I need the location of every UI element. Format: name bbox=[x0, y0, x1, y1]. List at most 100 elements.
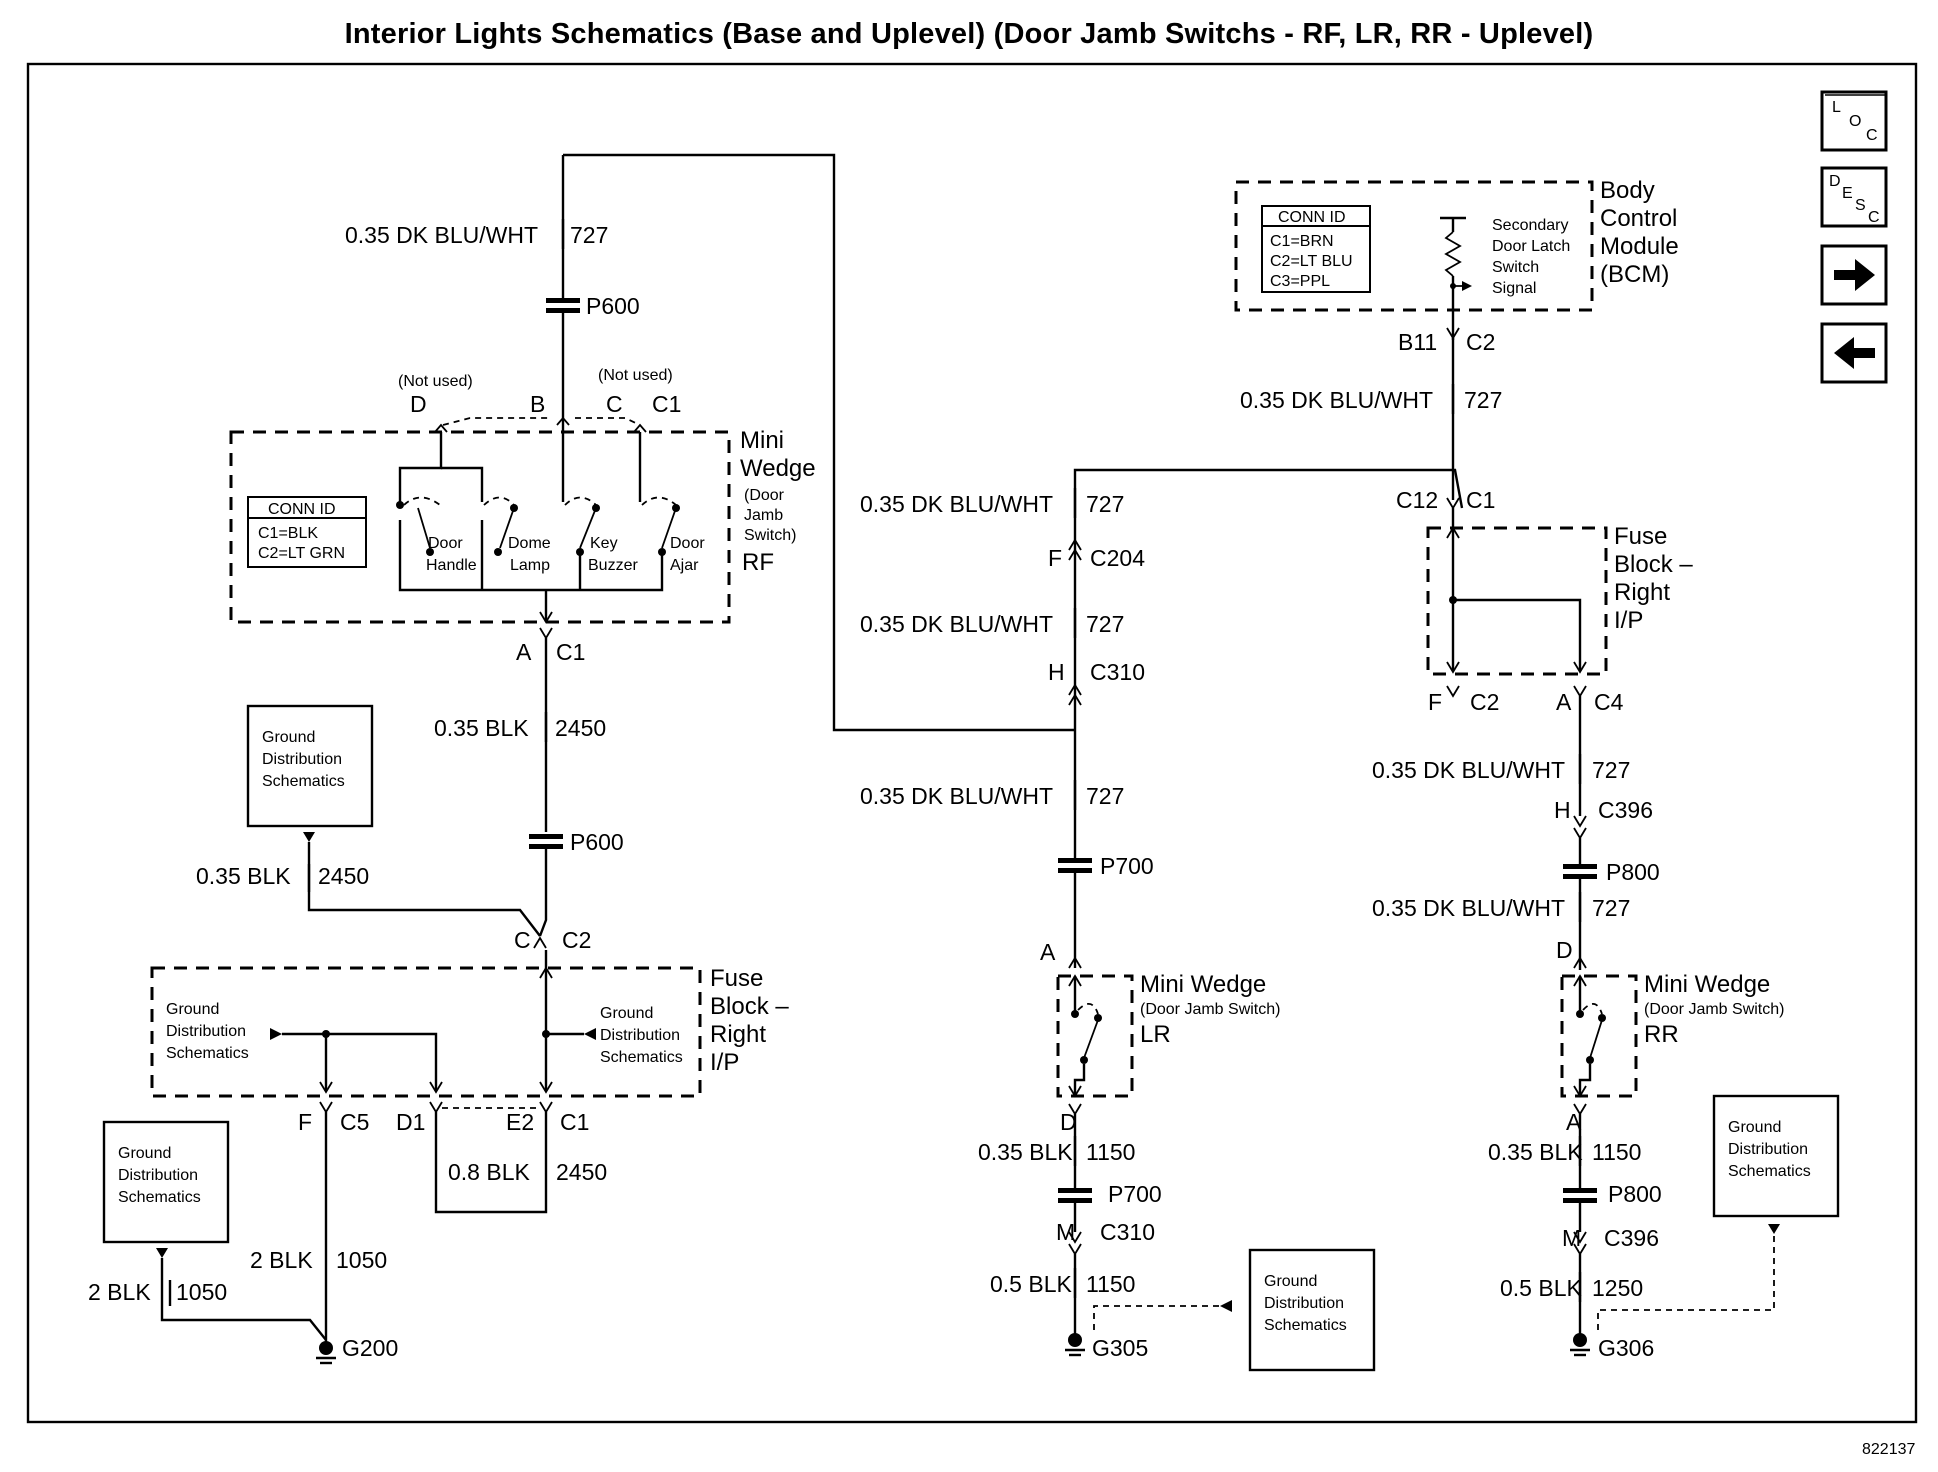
circuit-number: 2450 bbox=[318, 863, 369, 889]
svg-text:F: F bbox=[1428, 689, 1442, 715]
circuit-number: 727 bbox=[1592, 895, 1630, 921]
inline-connector-p600 bbox=[546, 298, 580, 313]
wire-label: 0.35 DK BLU/WHT bbox=[345, 222, 538, 248]
svg-text:Signal: Signal bbox=[1492, 280, 1536, 297]
svg-text:C: C bbox=[1866, 127, 1878, 144]
right-arrow-icon[interactable] bbox=[1820, 244, 1888, 306]
ground-distribution-box[interactable]: Ground Distribution Schematics bbox=[1248, 1248, 1376, 1372]
diagram-id: 822137 bbox=[1862, 1441, 1915, 1458]
loc-icon[interactable]: LOC bbox=[1820, 90, 1888, 152]
switch-door-handle: Door Handle bbox=[396, 496, 477, 574]
svg-text:F: F bbox=[298, 1109, 312, 1135]
wire-label: 0.35 DK BLU/WHT bbox=[860, 783, 1053, 809]
ground-symbol bbox=[1065, 1333, 1085, 1357]
svg-text:S: S bbox=[1855, 197, 1866, 214]
bcm-section: CONN ID C1=BRN C2=LT BLU C3=PPL Secondar… bbox=[1234, 177, 1679, 513]
ground-symbol bbox=[1570, 1333, 1590, 1357]
svg-text:Switch): Switch) bbox=[744, 527, 796, 544]
connector-label: P800 bbox=[1608, 1181, 1662, 1207]
lr-section: 0.35 DK BLU/WHT 727 F C204 0.35 DK BLU/W… bbox=[860, 468, 1464, 1372]
svg-text:Ground: Ground bbox=[1264, 1273, 1317, 1290]
connector-label: P600 bbox=[586, 293, 640, 319]
pin-label: C1 bbox=[652, 391, 681, 417]
svg-text:(BCM): (BCM) bbox=[1600, 261, 1669, 288]
svg-text:E: E bbox=[1842, 185, 1853, 202]
connector-label: P600 bbox=[570, 829, 624, 855]
ground-label: G200 bbox=[342, 1335, 398, 1361]
inline-connector-p600 bbox=[529, 834, 563, 849]
svg-text:Block –: Block – bbox=[710, 993, 789, 1020]
component-position: RR bbox=[1644, 1021, 1679, 1048]
svg-text:Block –: Block – bbox=[1614, 551, 1693, 578]
inline-connector-p700 bbox=[1058, 858, 1092, 873]
svg-text:Right: Right bbox=[710, 1021, 766, 1048]
svg-text:O: O bbox=[1849, 113, 1861, 130]
svg-text:E2: E2 bbox=[506, 1109, 534, 1135]
fuse-block-right: Fuse Block – Right I/P F C2 A C4 bbox=[1426, 508, 1693, 715]
svg-text:C2=LT BLU: C2=LT BLU bbox=[1270, 253, 1353, 270]
pin-label: B bbox=[530, 391, 545, 417]
svg-text:C2: C2 bbox=[1470, 689, 1499, 715]
component-name: Body bbox=[1600, 177, 1655, 204]
svg-text:CONN ID: CONN ID bbox=[1278, 209, 1346, 226]
circuit-number: 727 bbox=[570, 222, 608, 248]
fuse-block-left: Fuse Block – Right I/P Ground Distributi… bbox=[88, 950, 789, 1365]
svg-text:Ground: Ground bbox=[1728, 1119, 1781, 1136]
svg-text:Door Latch: Door Latch bbox=[1492, 238, 1570, 255]
ground-distribution-box[interactable]: Ground Distribution Schematics bbox=[1712, 1094, 1840, 1218]
svg-text:Ground: Ground bbox=[166, 1001, 219, 1018]
svg-text:D1: D1 bbox=[396, 1109, 425, 1135]
svg-text:H: H bbox=[1554, 797, 1571, 823]
svg-text:D: D bbox=[1829, 173, 1841, 190]
svg-text:Schematics: Schematics bbox=[1264, 1317, 1347, 1334]
pin-label: C bbox=[606, 391, 623, 417]
circuit-number: 727 bbox=[1592, 757, 1630, 783]
wire-label: 2 BLK bbox=[88, 1279, 151, 1305]
svg-text:Jamb: Jamb bbox=[744, 507, 783, 524]
svg-text:C3=PPL: C3=PPL bbox=[1270, 273, 1330, 290]
svg-text:F: F bbox=[1048, 545, 1062, 571]
switch-door-ajar: Door Ajar bbox=[641, 496, 705, 574]
svg-text:C310: C310 bbox=[1100, 1219, 1155, 1245]
svg-text:L: L bbox=[1832, 99, 1841, 116]
svg-text:Ground: Ground bbox=[600, 1005, 653, 1022]
circuit-number: 2450 bbox=[555, 715, 606, 741]
left-arrow-icon[interactable] bbox=[1820, 322, 1888, 384]
svg-text:D: D bbox=[1556, 937, 1573, 963]
svg-text:Door: Door bbox=[428, 535, 463, 552]
ground-symbol bbox=[316, 1341, 336, 1365]
component-name: Mini bbox=[740, 427, 784, 454]
ground-distribution-box[interactable]: Ground Distribution Schematics bbox=[102, 1120, 230, 1244]
svg-text:Distribution: Distribution bbox=[600, 1027, 680, 1044]
component-name: Mini Wedge bbox=[1140, 971, 1266, 998]
wire-label: 0.35 DK BLU/WHT bbox=[860, 491, 1053, 517]
wire-label: 0.35 DK BLU/WHT bbox=[1240, 387, 1433, 413]
ground-distribution-box[interactable]: Ground Distribution Schematics bbox=[246, 704, 374, 828]
component-name: Fuse bbox=[710, 965, 763, 992]
wire-label: 0.35 BLK bbox=[1488, 1139, 1583, 1165]
wire-label: 0.5 BLK bbox=[990, 1271, 1072, 1297]
page-title: Interior Lights Schematics (Base and Upl… bbox=[344, 18, 1594, 50]
svg-text:Module: Module bbox=[1600, 233, 1679, 260]
svg-text:Schematics: Schematics bbox=[600, 1049, 683, 1066]
svg-text:C1: C1 bbox=[556, 639, 585, 665]
svg-text:B11: B11 bbox=[1398, 329, 1437, 355]
wire-label: 0.35 BLK bbox=[196, 863, 291, 889]
svg-text:Dome: Dome bbox=[508, 535, 551, 552]
not-used-label: (Not used) bbox=[398, 373, 473, 390]
wire-label: 0.35 DK BLU/WHT bbox=[1372, 895, 1565, 921]
svg-text:C4: C4 bbox=[1594, 689, 1624, 715]
inline-connector-p800 bbox=[1563, 1188, 1597, 1203]
svg-text:Schematics: Schematics bbox=[262, 773, 345, 790]
component-name: Mini Wedge bbox=[1644, 971, 1770, 998]
svg-text:Schematics: Schematics bbox=[1728, 1163, 1811, 1180]
svg-text:Lamp: Lamp bbox=[510, 557, 550, 574]
circuit-number: 1050 bbox=[176, 1279, 227, 1305]
rr-section: 0.35 DK BLU/WHT 727 H C396 P800 0.35 DK … bbox=[1372, 696, 1840, 1361]
svg-text:(Door Jamb Switch): (Door Jamb Switch) bbox=[1644, 1001, 1784, 1018]
connector-label: P700 bbox=[1100, 853, 1154, 879]
circuit-number: 1150 bbox=[1086, 1271, 1135, 1297]
svg-text:C396: C396 bbox=[1604, 1225, 1659, 1251]
